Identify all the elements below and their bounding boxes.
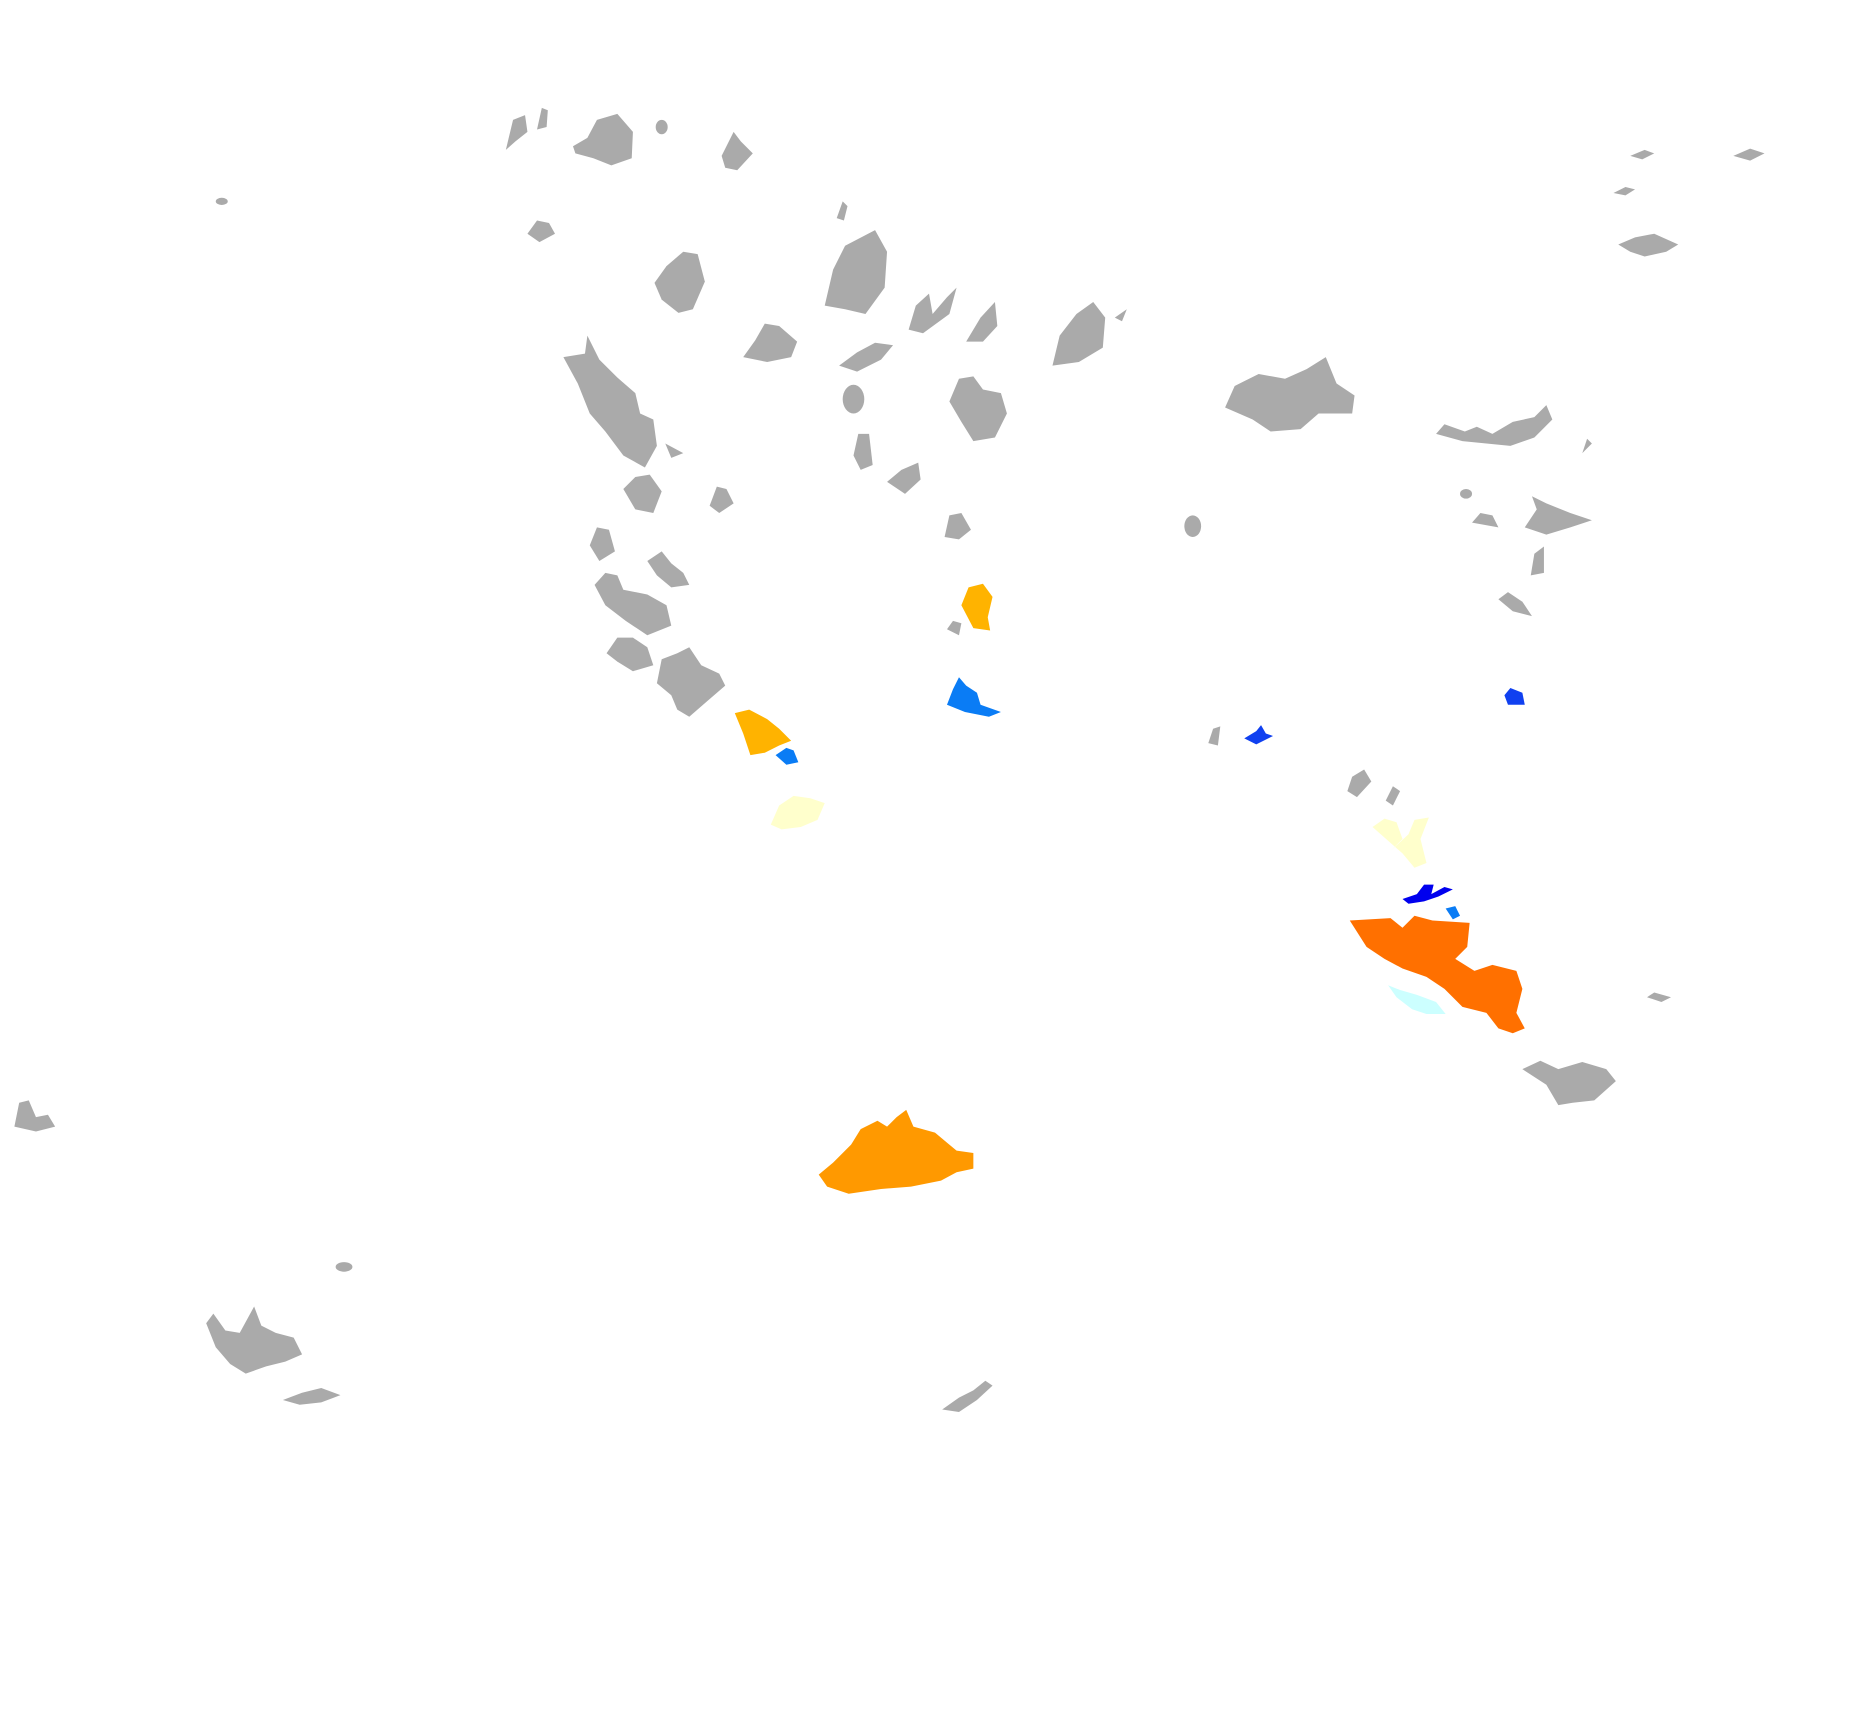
island-pale-yellow-west[interactable] [770,795,825,830]
island[interactable] [942,1380,993,1412]
island-pale-cyan[interactable] [1388,985,1446,1015]
island[interactable] [1052,302,1127,366]
island[interactable] [709,486,734,514]
island[interactable] [1498,592,1532,617]
island[interactable] [949,376,1007,442]
island-deep-blue[interactable] [1402,884,1453,904]
island-gold-north[interactable] [961,583,993,631]
island[interactable] [1347,769,1372,798]
island-orange[interactable] [818,1109,974,1194]
island-gold-west[interactable] [734,709,792,756]
island[interactable] [654,251,705,313]
island[interactable] [505,115,528,150]
island[interactable] [1472,513,1499,528]
island[interactable] [282,1387,341,1405]
island[interactable] [14,1100,56,1132]
island[interactable] [589,527,615,561]
island[interactable] [623,474,662,514]
island[interactable] [1436,405,1553,446]
island[interactable] [966,302,998,342]
island[interactable] [206,1306,303,1374]
island[interactable] [1208,726,1221,746]
island[interactable] [836,201,848,221]
island[interactable] [1184,515,1202,537]
island[interactable] [887,462,921,494]
island[interactable] [656,647,726,717]
highlighted-islands [734,583,1525,1194]
island[interactable] [1630,149,1655,160]
island-orange-red[interactable] [1349,915,1525,1034]
island[interactable] [839,342,894,372]
island-blue-east[interactable] [1504,687,1525,705]
island[interactable] [743,323,798,362]
island[interactable] [572,113,633,166]
island[interactable] [721,131,753,171]
island[interactable] [908,287,957,334]
island[interactable] [1733,148,1765,161]
island[interactable] [1225,357,1355,432]
island[interactable] [1524,496,1592,535]
island[interactable] [1582,438,1592,454]
island-azure-east[interactable] [1445,906,1461,920]
island[interactable] [1647,992,1672,1003]
island[interactable] [944,513,971,540]
island[interactable] [1618,233,1679,257]
island[interactable] [1460,489,1473,499]
island-azure-central[interactable] [946,677,1001,717]
island[interactable] [1530,546,1544,576]
island[interactable] [1522,1060,1616,1106]
island-pale-yellow-east[interactable] [1372,817,1429,868]
island[interactable] [1613,186,1636,196]
island[interactable] [563,335,684,468]
island[interactable] [853,433,873,470]
island[interactable] [537,107,548,130]
unhighlighted-islands [14,107,1765,1412]
island[interactable] [1385,786,1401,806]
island[interactable] [215,197,228,205]
island[interactable] [527,220,556,243]
island[interactable] [824,230,888,315]
island[interactable] [946,620,962,636]
island[interactable] [594,551,690,636]
island-azure-west[interactable] [775,747,799,765]
island[interactable] [335,1262,353,1272]
island[interactable] [842,384,865,414]
island[interactable] [606,637,654,672]
island[interactable] [655,119,668,135]
